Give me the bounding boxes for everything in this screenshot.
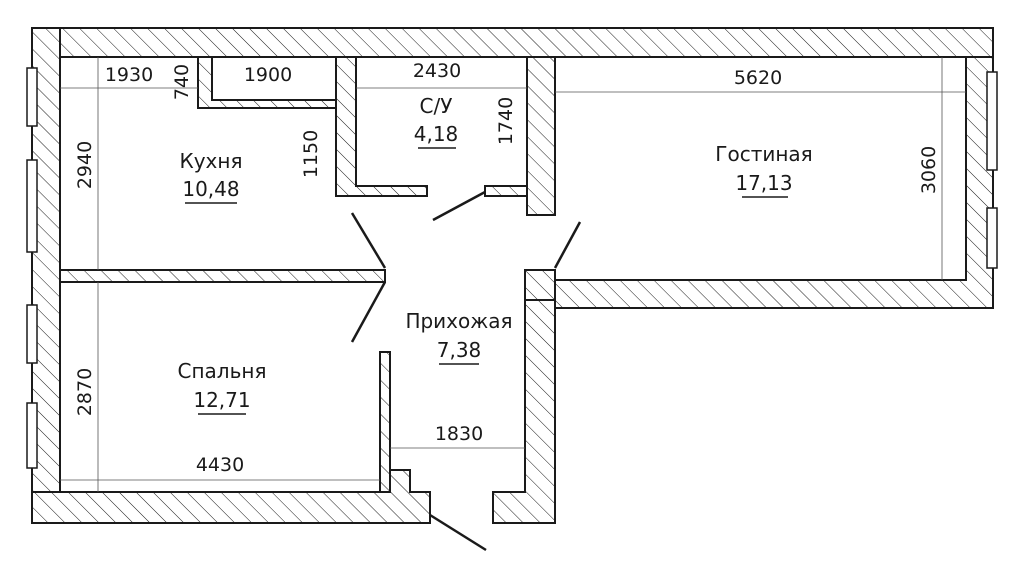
wall-bath-stub [484,185,528,197]
bedroom-name: Спальня [178,359,267,383]
wall-hall-left [379,351,391,493]
windows [26,67,998,469]
dim-bedroom-height: 2870 [74,368,96,416]
door-kitchen [350,212,387,269]
wall-bath-living [526,56,556,216]
bathroom-area: 4,18 [414,122,459,146]
bedroom-area: 12,71 [193,388,250,412]
living-area: 17,13 [735,171,792,195]
room-living: Гостиная 17,13 [715,142,813,198]
window-living-2 [986,207,998,269]
wall-bottom-left [31,469,431,524]
room-kitchen: Кухня 10,48 [180,149,243,204]
door-living [553,221,582,269]
hall-area: 7,38 [437,338,482,362]
living-name: Гостиная [715,142,812,166]
wall-living-corner [524,269,556,301]
window-bedroom-1 [26,304,38,364]
dim-hall-width: 1830 [435,423,483,445]
dim-kitchen-niche-depth: 740 [171,64,193,100]
dim-kitchen-width: 1930 [105,64,153,86]
wall-kitchen-niche [197,56,337,109]
dim-kitchen-niche-width: 1900 [244,64,292,86]
window-living-1 [986,71,998,171]
dim-living-height: 3060 [918,146,940,194]
walls [31,27,994,524]
wall-kitchen-bath [335,56,428,197]
window-kitchen-1 [26,67,38,127]
dim-living-width: 5620 [734,67,782,89]
dim-kitchen-height: 2940 [74,141,96,189]
wall-right [554,56,994,309]
dim-kitchen-side: 1150 [300,130,322,178]
dim-bedroom-width: 4430 [196,454,244,476]
window-kitchen-2 [26,159,38,253]
wall-bottom-right [492,299,556,524]
room-hall: Прихожая 7,38 [405,309,513,365]
kitchen-area: 10,48 [182,177,239,201]
dimensions: 1930 740 1900 2940 1150 2430 1740 5620 3… [74,60,940,476]
dim-bathroom-height: 1740 [495,97,517,145]
bathroom-name: С/У [420,94,453,118]
window-bedroom-2 [26,402,38,469]
dim-bathroom-width: 2430 [413,60,461,82]
door-bathroom [432,190,486,222]
doors [350,190,582,552]
room-bedroom: Спальня 12,71 [178,359,267,415]
wall-kitchen-bedroom [59,269,386,283]
room-bathroom: С/У 4,18 [414,94,459,149]
door-bedroom [350,281,387,343]
door-entrance [429,513,487,552]
hall-name: Прихожая [405,309,512,333]
kitchen-name: Кухня [180,149,243,173]
dimension-lines [60,57,966,492]
